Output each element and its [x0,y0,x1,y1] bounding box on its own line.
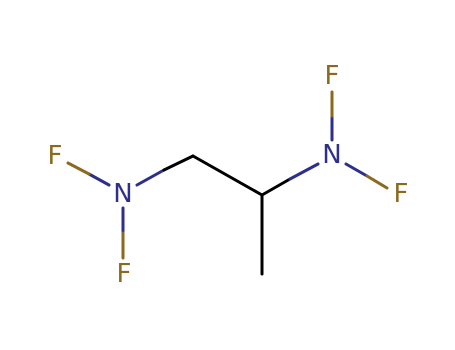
atom-labels: N F F N F F [48,61,409,289]
bond-ch2-c [191,154,264,197]
bond-n-left-ch2-c-part [162,154,195,172]
atom-n-left: N [113,179,132,209]
bond-n-right-f-side-n-part [344,162,369,178]
atom-f-right-side: F [394,179,409,209]
bond-n-left-ch2-n-part [135,168,166,187]
right-nf2-bonds [260,90,389,197]
carbon-backbone [191,154,264,276]
bond-n-left-f-top-f-part [66,161,91,176]
bond-c-n-right-c-part [260,177,292,197]
bond-n-left-f-top-n-part [87,172,111,187]
atom-f-right-top: F [325,61,340,91]
left-nf2-bonds [66,154,195,260]
bond-c-n-right-n-part [288,162,320,181]
atom-f-left-top: F [48,141,63,171]
atom-n-right: N [322,140,341,170]
atom-f-left-bottom: F [117,259,132,289]
bond-n-right-f-side-f-part [365,174,389,190]
